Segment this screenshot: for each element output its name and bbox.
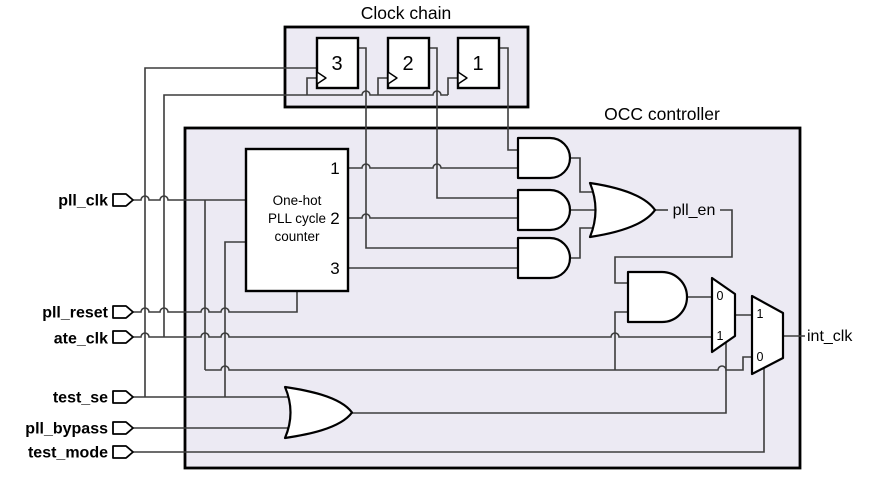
input-port-pll-clk [112, 193, 134, 207]
pll-en-label: pll_en [673, 202, 716, 219]
mux-1 [710, 276, 737, 354]
wire-ff1-q [499, 47, 518, 151]
wire-testmode [133, 368, 765, 453]
wire-and4-in-b [614, 311, 628, 370]
pll-reset-label: pll_reset [42, 305, 108, 322]
and-gate-1 [516, 136, 572, 180]
pll-bypass-label: pll_bypass [25, 421, 108, 438]
test-se-label: test_se [53, 390, 108, 407]
int-clk-label: int_clk [807, 328, 853, 345]
and-gate-4 [626, 270, 689, 324]
wire-clk-stub-ff3 [306, 77, 317, 95]
counter-text-line2: PLL cycle [268, 211, 326, 226]
mux-2 [750, 294, 785, 376]
pll-clk-label: pll_clk [58, 193, 108, 210]
and-gate-3 [516, 236, 572, 280]
clock-triangle-ff1 [457, 71, 468, 85]
wire-pllclk [133, 195, 246, 201]
wire-and1-out [570, 157, 600, 193]
counter-box [244, 147, 350, 293]
wire-clk-stub-ff1 [447, 77, 458, 95]
wire-bypass-or-out [350, 342, 727, 414]
counter-out2-label: 2 [330, 209, 339, 228]
wire-counter-out2 [348, 213, 518, 219]
clock-chain-title: Clock chain [361, 3, 451, 23]
clock-triangle-ff3 [316, 71, 327, 85]
wire-testse-counter [224, 241, 246, 397]
occ-controller-title: OCC controller [604, 104, 720, 124]
ff1-label: 1 [472, 53, 483, 75]
counter-text-line1: One-hot [273, 193, 322, 208]
wires [133, 47, 805, 453]
wire-clk-stub-ff2 [377, 77, 388, 95]
input-port-pll-reset [112, 305, 134, 319]
ff2-label: 2 [402, 53, 413, 75]
input-port-test-se [112, 390, 134, 404]
mux2-in1-label: 1 [757, 307, 764, 321]
wire-ff2-q [429, 47, 518, 199]
input-port-ate-clk [112, 330, 134, 344]
input-port-test-mode [112, 445, 134, 459]
or-gate-bypass [283, 385, 354, 440]
mux1-in1-label: 1 [717, 329, 724, 343]
and-gate-2 [516, 188, 572, 232]
counter-text-line3: counter [274, 229, 320, 244]
wire-pllreset [133, 291, 298, 313]
counter-out1-label: 1 [330, 159, 339, 178]
clock-triangle-ff2 [387, 71, 398, 85]
wire-clock-rail [163, 90, 448, 337]
or-gate-pll-en [588, 181, 657, 239]
wire-and3-out [570, 227, 600, 259]
ate-clk-label: ate_clk [54, 331, 108, 348]
wire-ateclk [133, 332, 712, 338]
test-mode-label: test_mode [28, 445, 108, 462]
wire-counter-out1 [348, 163, 518, 169]
ff3-label: 3 [331, 53, 342, 75]
counter-out3-label: 3 [330, 259, 339, 278]
wire-pllen-b [614, 209, 733, 284]
wire-ff3-q [358, 47, 518, 249]
mux2-in0-label: 0 [757, 350, 764, 364]
input-port-pll-bypass [112, 421, 134, 435]
mux1-in0-label: 0 [717, 289, 724, 303]
wire-testse-to-ff3 [144, 67, 317, 397]
